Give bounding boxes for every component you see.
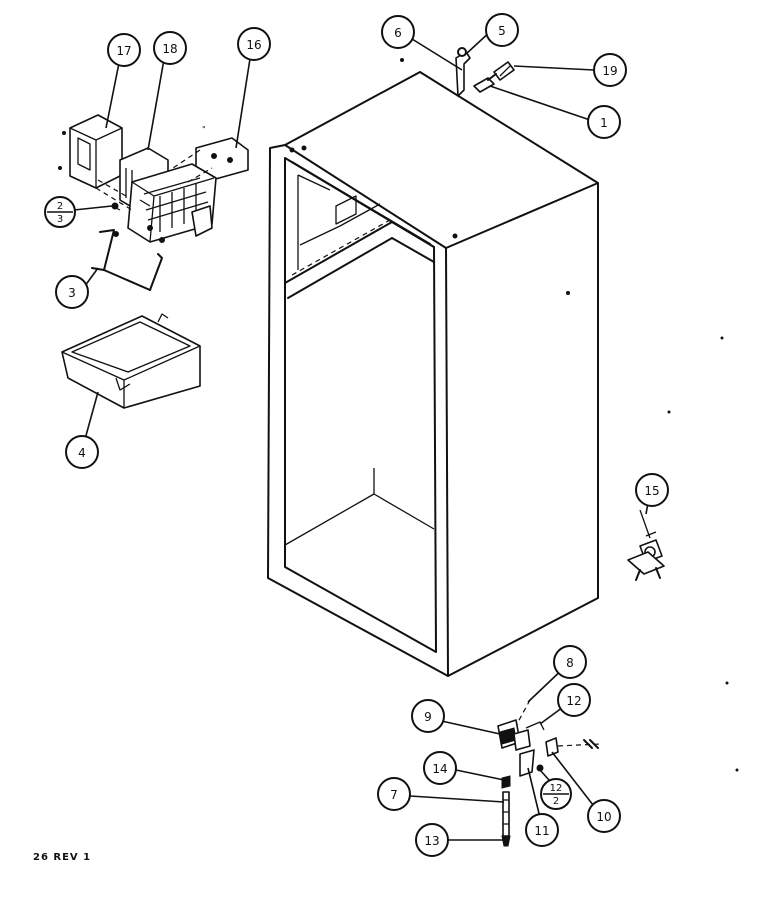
callout-15: 15 bbox=[635, 473, 669, 507]
callout-4: 4 bbox=[65, 435, 99, 469]
callout-11-label: 11 bbox=[534, 824, 549, 838]
callout-3: 3 bbox=[55, 275, 89, 309]
refrigerator-cabinet bbox=[267, 71, 599, 677]
callout-11: 11 bbox=[525, 813, 559, 847]
callout-1: 1 bbox=[587, 105, 621, 139]
callout-12-2: 12 2 bbox=[540, 778, 572, 810]
callout-6-label: 6 bbox=[394, 26, 402, 40]
callout-5-label: 5 bbox=[498, 24, 506, 38]
callout-2-3-top: 2 bbox=[57, 201, 63, 212]
callout-9: 9 bbox=[411, 699, 445, 733]
icemaker-assembly: " bbox=[58, 114, 249, 243]
callout-8-label: 8 bbox=[566, 656, 574, 670]
callout-4-label: 4 bbox=[78, 446, 86, 460]
callout-13-label: 13 bbox=[424, 834, 439, 848]
callout-15-label: 15 bbox=[644, 484, 659, 498]
callout-17-label: 17 bbox=[116, 44, 131, 58]
callout-13: 13 bbox=[415, 823, 449, 857]
callout-3-label: 3 bbox=[68, 286, 76, 300]
callout-19-label: 19 bbox=[602, 64, 617, 78]
svg-text:": " bbox=[202, 125, 206, 134]
callout-12-2-bottom: 2 bbox=[553, 796, 559, 807]
callout-8: 8 bbox=[553, 645, 587, 679]
drain-hardware bbox=[627, 509, 665, 581]
ice-bucket bbox=[61, 313, 201, 409]
water-valve-assembly bbox=[497, 699, 601, 847]
callout-16: 16 bbox=[237, 27, 271, 61]
callout-18: 18 bbox=[153, 31, 187, 65]
callout-12: 12 bbox=[557, 683, 591, 717]
callout-10-label: 10 bbox=[596, 810, 611, 824]
callout-2-3: 2 3 bbox=[44, 196, 76, 228]
top-hardware bbox=[400, 47, 515, 97]
callout-5: 5 bbox=[485, 13, 519, 47]
callout-14: 14 bbox=[423, 751, 457, 785]
callout-7: 7 bbox=[377, 777, 411, 811]
callout-18-label: 18 bbox=[162, 42, 177, 56]
callout-10: 10 bbox=[587, 799, 621, 833]
callout-19: 19 bbox=[593, 53, 627, 87]
callout-2-3-bottom: 3 bbox=[57, 214, 63, 225]
callout-1-label: 1 bbox=[600, 116, 608, 130]
callout-16-label: 16 bbox=[246, 38, 261, 52]
leader-lines bbox=[73, 29, 651, 841]
callout-7-label: 7 bbox=[390, 788, 398, 802]
drawing-revision-code: 26 REV 1 bbox=[33, 852, 92, 863]
callout-12-2-top: 12 bbox=[550, 783, 563, 794]
callout-14-label: 14 bbox=[432, 762, 447, 776]
callout-6: 6 bbox=[381, 15, 415, 49]
callout-12-label: 12 bbox=[566, 694, 581, 708]
callout-9-label: 9 bbox=[424, 710, 432, 724]
callout-17: 17 bbox=[107, 33, 141, 67]
